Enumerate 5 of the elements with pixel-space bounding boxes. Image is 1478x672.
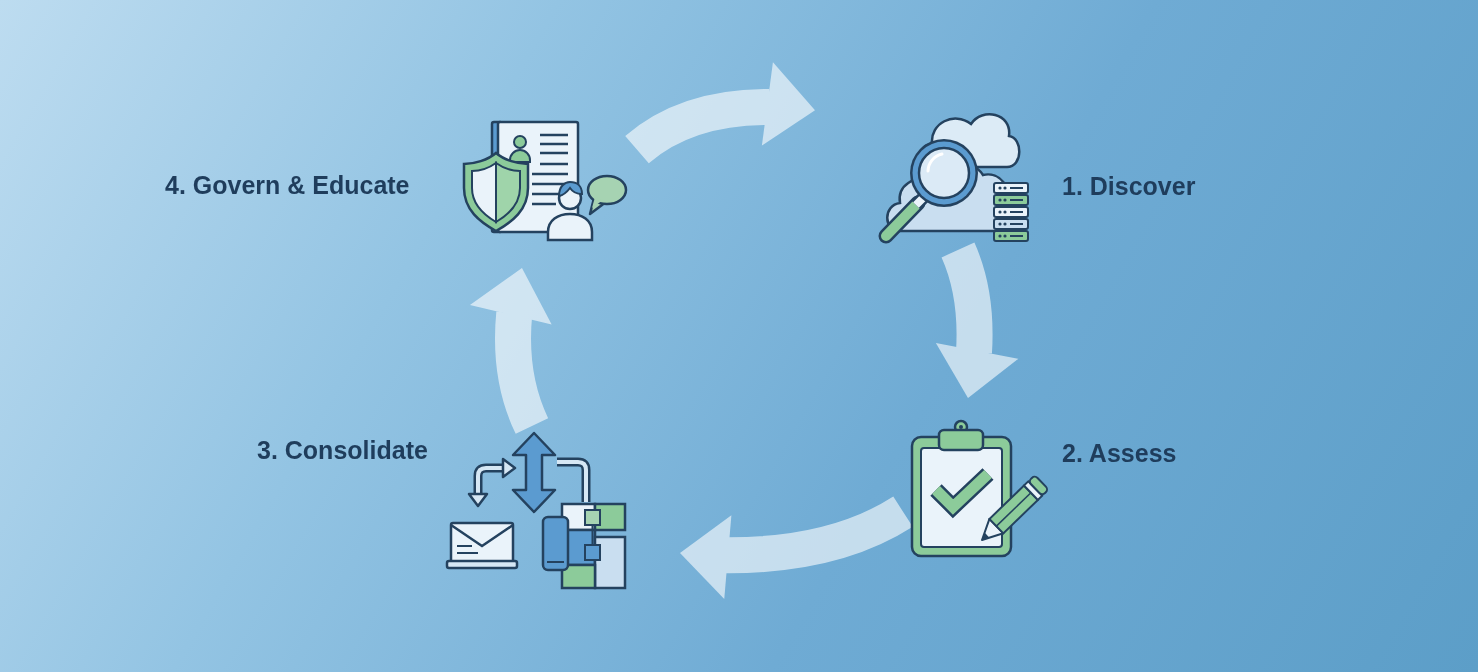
step-label: 1. Discover: [1062, 171, 1196, 202]
curved-arrow: [678, 496, 913, 599]
step-label: 4. Govern & Educate: [165, 170, 410, 201]
step-label: 2. Assess: [1062, 438, 1177, 469]
step-label: 3. Consolidate: [257, 435, 428, 466]
